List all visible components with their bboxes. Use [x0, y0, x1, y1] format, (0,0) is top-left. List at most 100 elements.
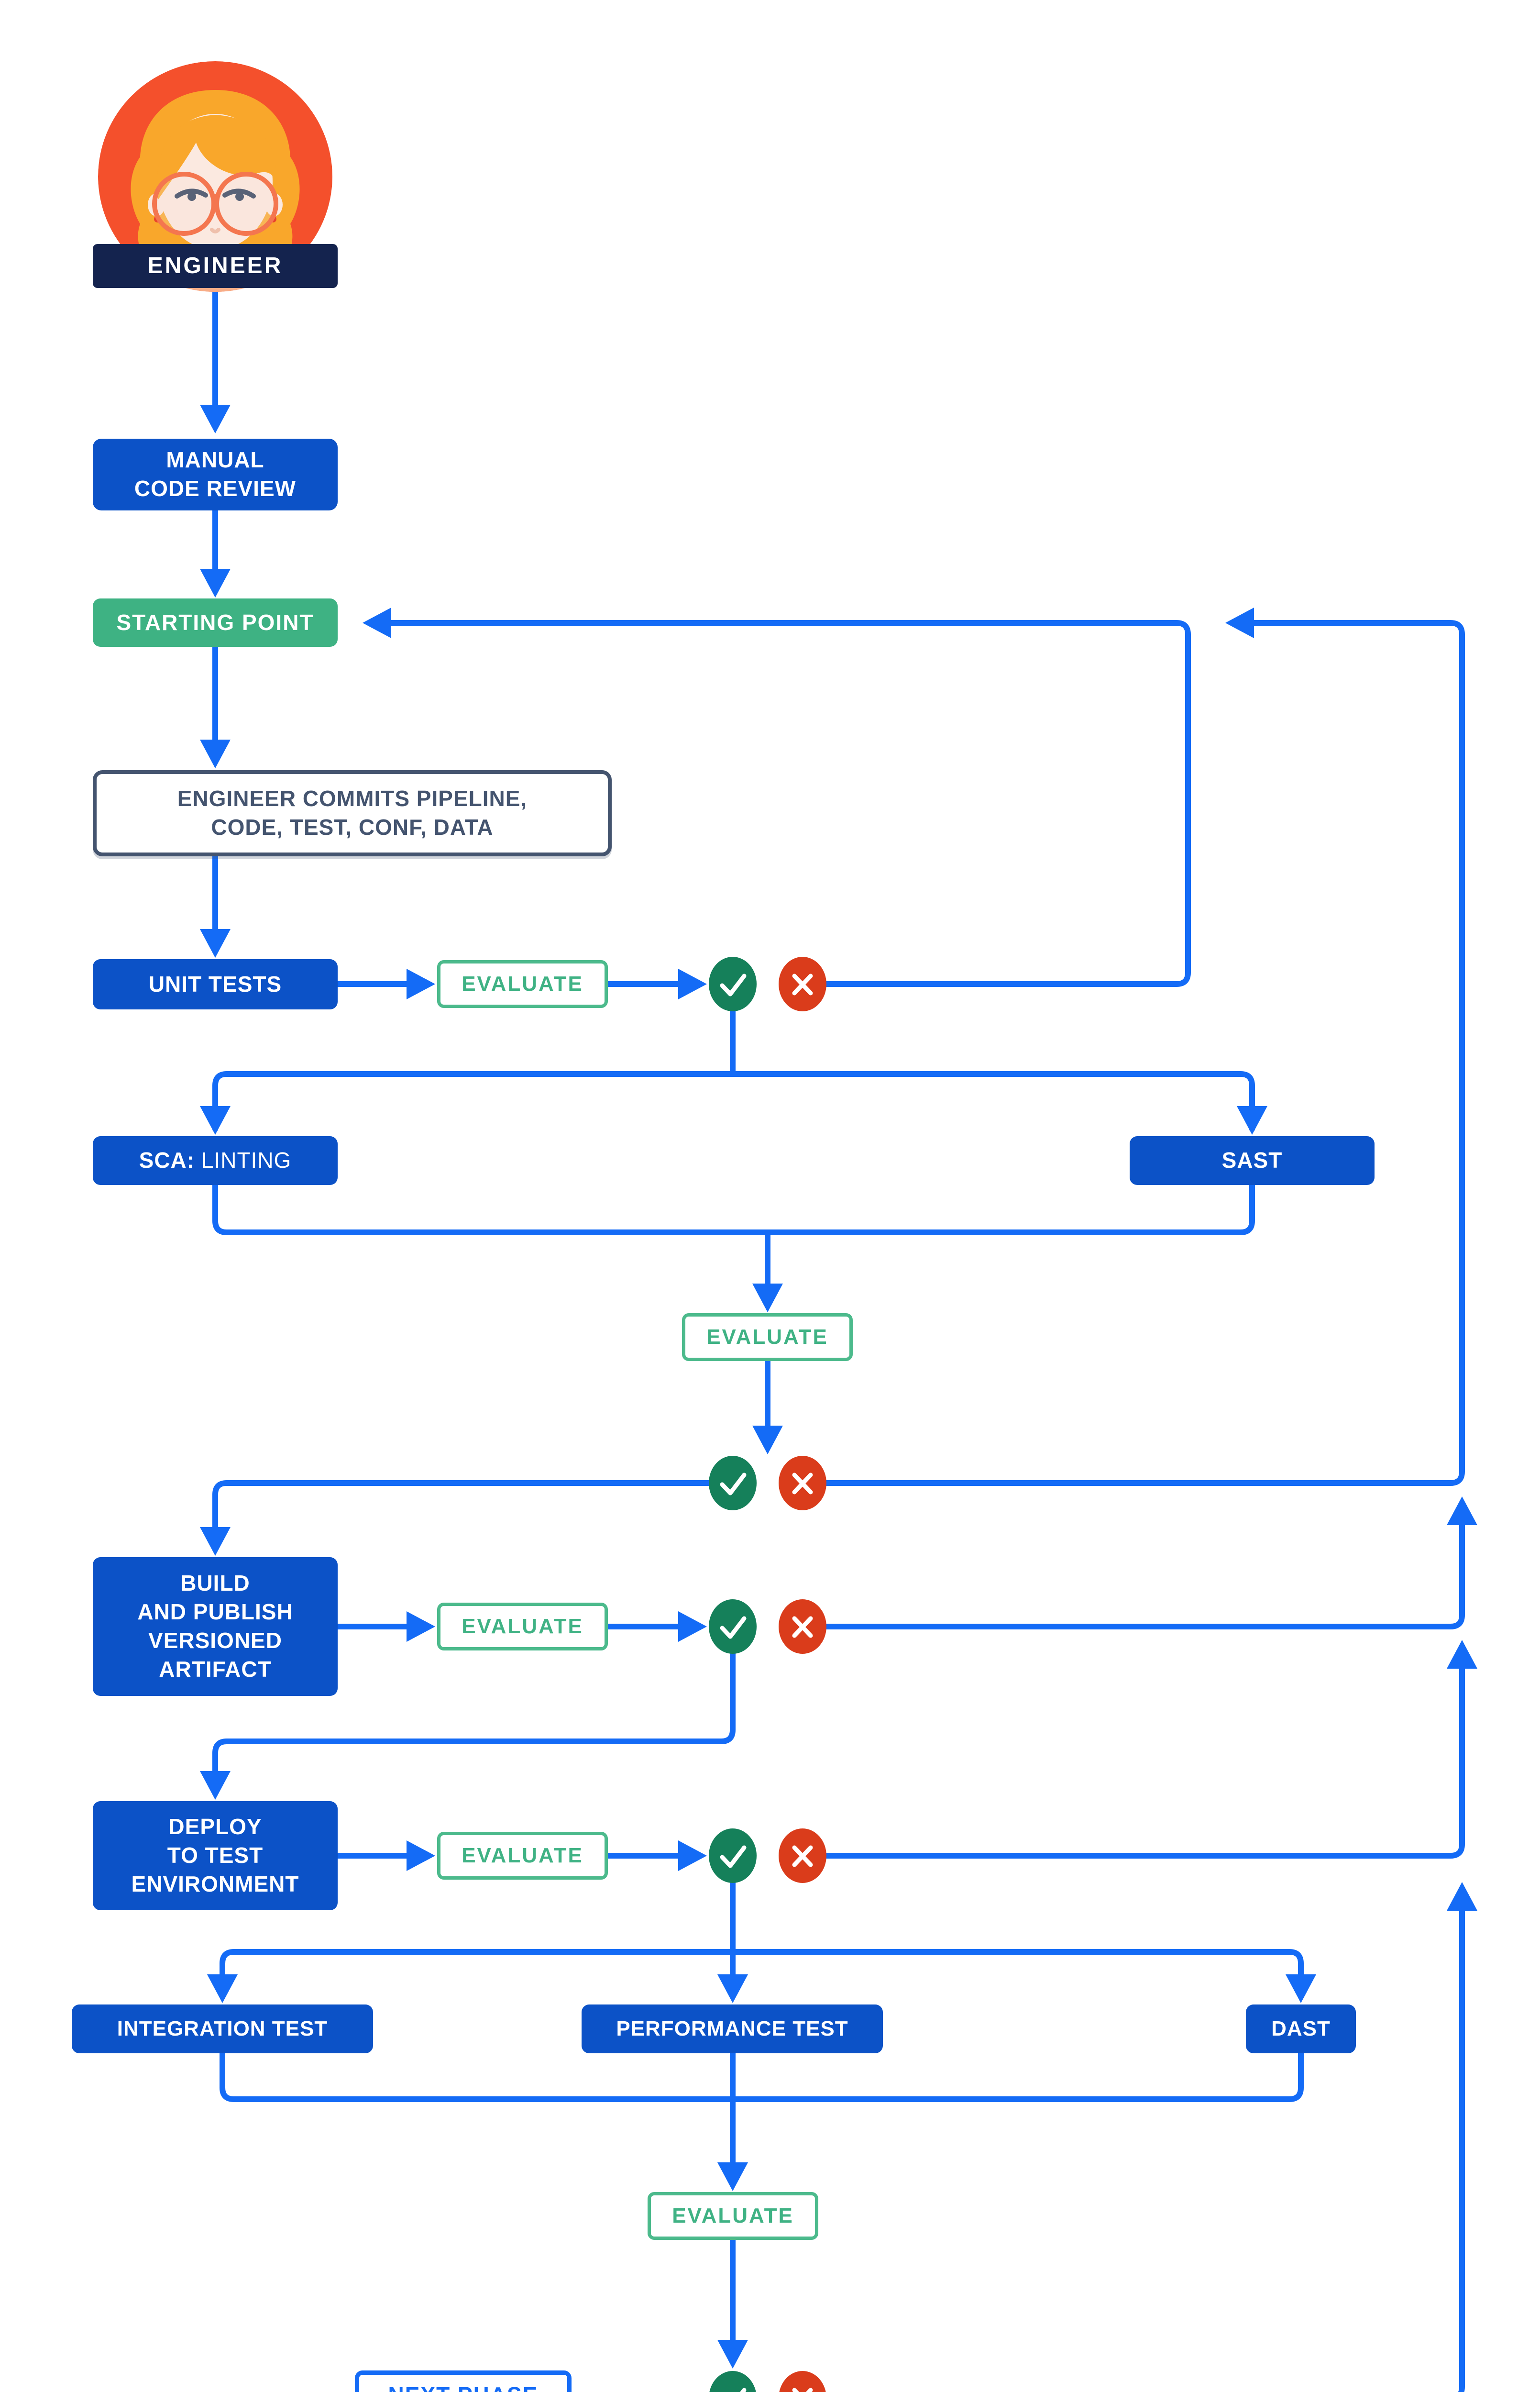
- fail-deploy-evaluate-to-return: [824, 1665, 1465, 1859]
- merge-sca-sast: [212, 1182, 1255, 1235]
- evaluate-label: EVALUATE: [462, 1844, 583, 1868]
- split-to-integration-performance-dast: [220, 1949, 1304, 1988]
- arrowhead-down-icon: [1286, 1974, 1316, 2003]
- node-next-phase-label: NEXT PHASE: [388, 2381, 539, 2392]
- evaluate-label: EVALUATE: [462, 972, 583, 996]
- arrowhead-right-icon: [407, 1611, 435, 1642]
- fail-indicator-sca-sast: [779, 1456, 826, 1510]
- x-icon: [792, 974, 813, 996]
- arrowhead-up-icon: [1447, 1640, 1477, 1669]
- node-deploy-line3: ENVIRONMENT: [131, 1871, 299, 1896]
- fail-indicator-build: [779, 1599, 826, 1654]
- fail-next-phase-to-return: [1458, 1907, 1465, 2392]
- node-dast: DAST: [1246, 2004, 1356, 2053]
- fail-return-outer-to-starting-point: [824, 620, 1465, 1486]
- pass-indicator-final: [709, 2371, 757, 2392]
- pass-to-deploy-test-env: [212, 1651, 736, 1774]
- pass-indicator-deploy: [709, 1828, 757, 1883]
- avatar-pupil-left: [187, 192, 196, 201]
- arrowhead-down-icon: [200, 740, 231, 768]
- node-deploy-test-env: DEPLOY TO TEST ENVIRONMENT: [93, 1801, 338, 1910]
- evaluate-label: EVALUATE: [462, 1615, 583, 1639]
- check-icon: [720, 1473, 747, 1495]
- node-evaluate-deploy: EVALUATE: [437, 1832, 608, 1880]
- arrowhead-right-icon: [678, 1840, 707, 1871]
- x-icon: [792, 1473, 813, 1495]
- node-integration-test: INTEGRATION TEST: [72, 2004, 373, 2053]
- node-performance-test-label: PERFORMANCE TEST: [616, 2017, 848, 2041]
- arrowhead-left-icon: [363, 608, 391, 638]
- arrowhead-down-icon: [200, 1106, 231, 1135]
- arrowhead-up-icon: [1447, 1882, 1477, 1911]
- arrowhead-right-icon: [678, 969, 707, 999]
- pass-to-build-artifact: [212, 1480, 712, 1530]
- node-manual-code-review-line2: CODE REVIEW: [134, 476, 297, 501]
- node-build-artifact: BUILD AND PUBLISH VERSIONED ARTIFACT: [93, 1557, 338, 1696]
- node-performance-test: PERFORMANCE TEST: [582, 2004, 883, 2053]
- fail-indicator-deploy: [779, 1828, 826, 1883]
- pass-indicator-build: [709, 1599, 757, 1654]
- node-engineer-commits-line2: CODE, TEST, CONF, DATA: [211, 815, 494, 840]
- avatar-glasses: [152, 172, 278, 236]
- node-dast-label: DAST: [1271, 2017, 1331, 2041]
- arrowhead-down-icon: [200, 1527, 231, 1556]
- node-sast-label: SAST: [1221, 1148, 1283, 1173]
- arrowhead-up-icon: [1447, 1496, 1477, 1525]
- split-to-sca-and-sast: [212, 1071, 1255, 1132]
- avatar-nose: [210, 228, 220, 233]
- node-integration-test-label: INTEGRATION TEST: [117, 2017, 328, 2041]
- pass-indicator-sca-sast: [709, 1456, 757, 1510]
- check-icon: [720, 1845, 747, 1868]
- arrowhead-down-icon: [200, 405, 231, 433]
- check-icon: [740, 2388, 747, 2392]
- x-icon: [792, 1616, 813, 1638]
- fail-indicator-final: [779, 2371, 826, 2392]
- node-unit-tests-label: UNIT TESTS: [148, 971, 282, 997]
- arrowhead-down-icon: [200, 1771, 231, 1800]
- node-starting-point-label: STARTING POINT: [116, 609, 314, 635]
- node-manual-code-review-line1: MANUAL: [166, 447, 264, 473]
- arrowhead-down-icon: [1237, 1106, 1267, 1135]
- x-icon: [792, 2388, 813, 2392]
- arrowhead-down-icon: [752, 1284, 783, 1312]
- arrowhead-right-icon: [678, 1611, 707, 1642]
- node-sca-rest: LINTING: [201, 1148, 292, 1173]
- node-sca-linting: SCA: LINTING: [93, 1136, 338, 1185]
- x-icon: [792, 1845, 813, 1867]
- arrowhead-down-icon: [717, 2162, 748, 2191]
- node-build-line2: AND PUBLISH: [137, 1599, 293, 1625]
- node-unit-tests: UNIT TESTS: [93, 959, 338, 1009]
- arrowhead-down-icon: [717, 1974, 748, 2003]
- fail-indicator-unit-tests: [779, 957, 826, 1011]
- node-engineer: ENGINEER: [93, 244, 338, 288]
- arrowhead-right-icon: [407, 969, 435, 999]
- avatar-pupil-right: [235, 192, 244, 201]
- node-next-phase: NEXT PHASE: [355, 2370, 572, 2392]
- node-deploy-line2: TO TEST: [167, 1843, 264, 1868]
- node-evaluate-sca-sast: EVALUATE: [682, 1313, 853, 1361]
- node-deploy-line1: DEPLOY: [168, 1814, 262, 1839]
- node-engineer-label: ENGINEER: [147, 253, 283, 278]
- node-sast: SAST: [1130, 1136, 1375, 1185]
- arrowhead-down-icon: [200, 569, 231, 598]
- fail-return-unit-tests-to-starting-point: [388, 620, 1191, 987]
- node-starting-point: STARTING POINT: [93, 598, 338, 647]
- node-evaluate-unit-tests: EVALUATE: [437, 960, 608, 1008]
- check-icon: [720, 974, 747, 997]
- arrowhead-down-icon: [207, 1974, 238, 2003]
- node-build-line4: ARTIFACT: [159, 1656, 272, 1682]
- node-evaluate-final: EVALUATE: [648, 2192, 818, 2240]
- arrowhead-down-icon: [752, 1426, 783, 1454]
- arrowhead-down-icon: [717, 2340, 748, 2369]
- node-manual-code-review: MANUAL CODE REVIEW: [93, 439, 338, 510]
- node-build-line3: VERSIONED: [148, 1628, 282, 1653]
- arrowhead-right-icon: [407, 1840, 435, 1871]
- node-build-line1: BUILD: [180, 1571, 250, 1596]
- evaluate-label: EVALUATE: [706, 1325, 828, 1349]
- arrowhead-down-icon: [200, 929, 231, 958]
- node-sca-prefix: SCA:: [139, 1148, 195, 1173]
- avatar-eyebrow-eye-right: [222, 188, 256, 199]
- avatar-hair-front: [157, 115, 276, 200]
- avatar-eyebrow-eye-left: [175, 188, 208, 199]
